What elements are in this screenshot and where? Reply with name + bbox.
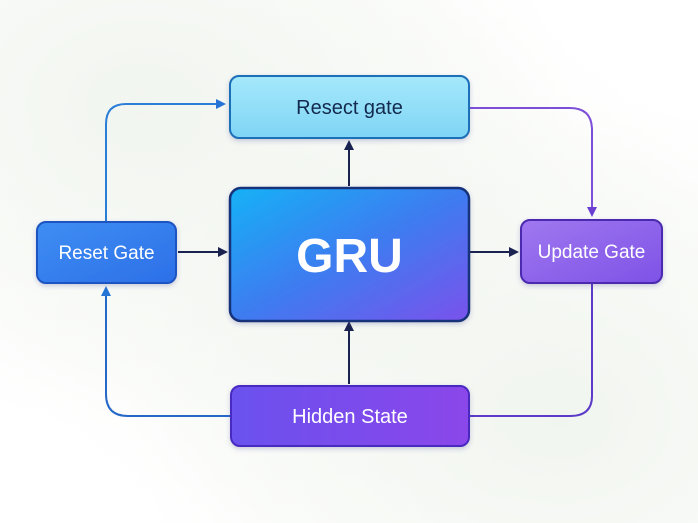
node-update-gate-label: Update Gate [538, 242, 646, 263]
node-hidden-state [230, 385, 470, 447]
node-reset-gate-left-label: Reset Gate [58, 243, 154, 264]
node-gru-label: GRU [296, 230, 403, 283]
node-hidden-state-label: Hidden State [292, 406, 408, 428]
node-update-gate [520, 219, 663, 284]
node-gru [228, 186, 471, 323]
edge-left-to-top [105, 99, 226, 222]
node-reset-gate-left [36, 221, 177, 284]
edge-hidden-to-left [101, 286, 231, 417]
node-reset-gate-top-label: Resect gate [296, 97, 403, 119]
edge-update-to-hidden [470, 284, 593, 417]
node-reset-gate-top [229, 75, 470, 139]
edge-top-to-update [470, 107, 597, 217]
